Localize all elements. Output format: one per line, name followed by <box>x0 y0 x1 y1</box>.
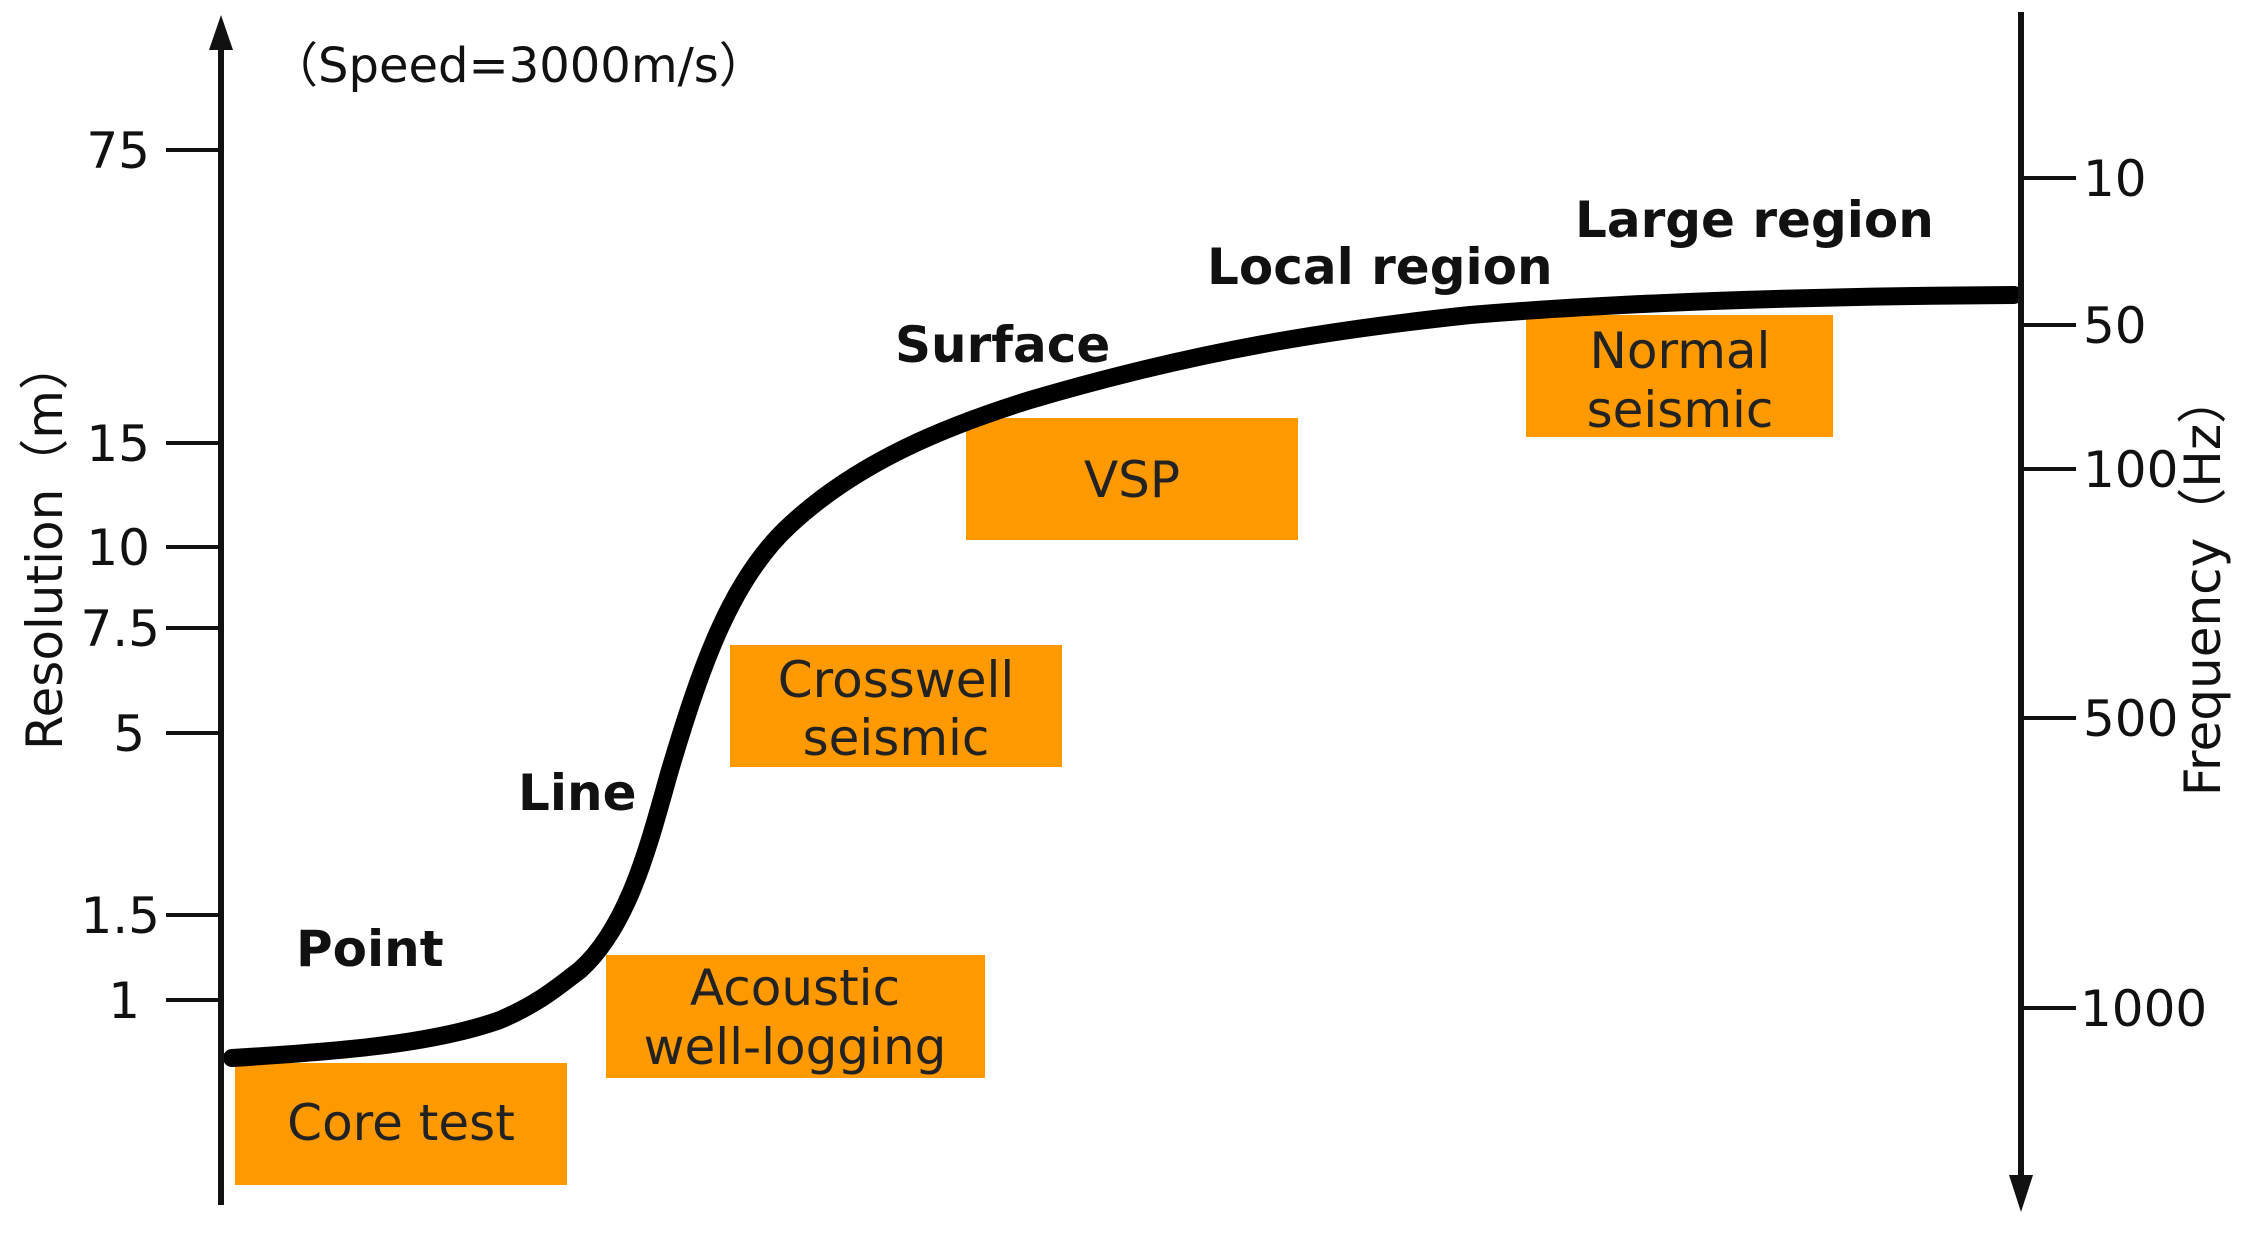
box-acoustic-well-logging <box>606 955 985 1078</box>
left-axis: 75 15 10 7.5 5 1.5 1 Resolution（m） <box>16 15 233 1205</box>
stage-surface: Surface <box>895 316 1110 374</box>
left-tick-2: 10 <box>86 519 150 577</box>
normal-seismic-label-line1: Normal <box>1590 322 1771 380</box>
method-labels: Core test Acoustic well-logging Crosswel… <box>287 322 1773 1152</box>
stage-line: Line <box>518 764 637 822</box>
right-tick-1: 50 <box>2083 297 2147 355</box>
speed-note: （Speed=3000m/s） <box>270 38 767 94</box>
scale-curve <box>223 286 2023 1067</box>
core-test-label: Core test <box>287 1094 515 1152</box>
stage-large-region: Large region <box>1575 191 1934 249</box>
acoustic-label-line1: Acoustic <box>690 959 900 1017</box>
crosswell-label-line1: Crosswell <box>778 651 1015 709</box>
right-tick-0: 10 <box>2083 150 2147 208</box>
right-tick-2: 100 <box>2083 441 2178 499</box>
method-boxes <box>235 315 1833 1185</box>
crosswell-label-line2: seismic <box>803 709 990 767</box>
stage-local-region: Local region <box>1207 238 1553 296</box>
stage-point: Point <box>296 920 444 978</box>
left-tick-1: 15 <box>86 415 150 473</box>
right-tick-3: 500 <box>2083 690 2178 748</box>
left-tick-4: 5 <box>113 705 145 763</box>
box-core-test <box>235 1063 567 1185</box>
left-axis-title: Resolution（m） <box>16 340 74 750</box>
vsp-label: VSP <box>1084 451 1180 509</box>
right-axis-title: Frequency（Hz） <box>2174 374 2232 796</box>
left-tick-3: 7.5 <box>80 600 160 658</box>
right-tick-4: 1000 <box>2080 980 2207 1038</box>
box-normal-seismic <box>1526 315 1833 437</box>
left-tick-0: 75 <box>86 122 150 180</box>
stage-labels: Point Line Surface Local region Large re… <box>296 191 1934 978</box>
box-crosswell-seismic <box>730 645 1062 767</box>
right-axis: 10 50 100 500 1000 Frequency（Hz） <box>2009 12 2232 1212</box>
normal-seismic-label-line2: seismic <box>1587 381 1774 439</box>
acoustic-label-line2: well-logging <box>644 1018 947 1076</box>
box-vsp <box>966 418 1298 540</box>
right-axis-arrow-icon <box>2009 1175 2033 1212</box>
left-tick-6: 1 <box>108 972 140 1030</box>
left-axis-arrow-icon <box>209 15 233 50</box>
left-tick-5: 1.5 <box>80 887 160 945</box>
